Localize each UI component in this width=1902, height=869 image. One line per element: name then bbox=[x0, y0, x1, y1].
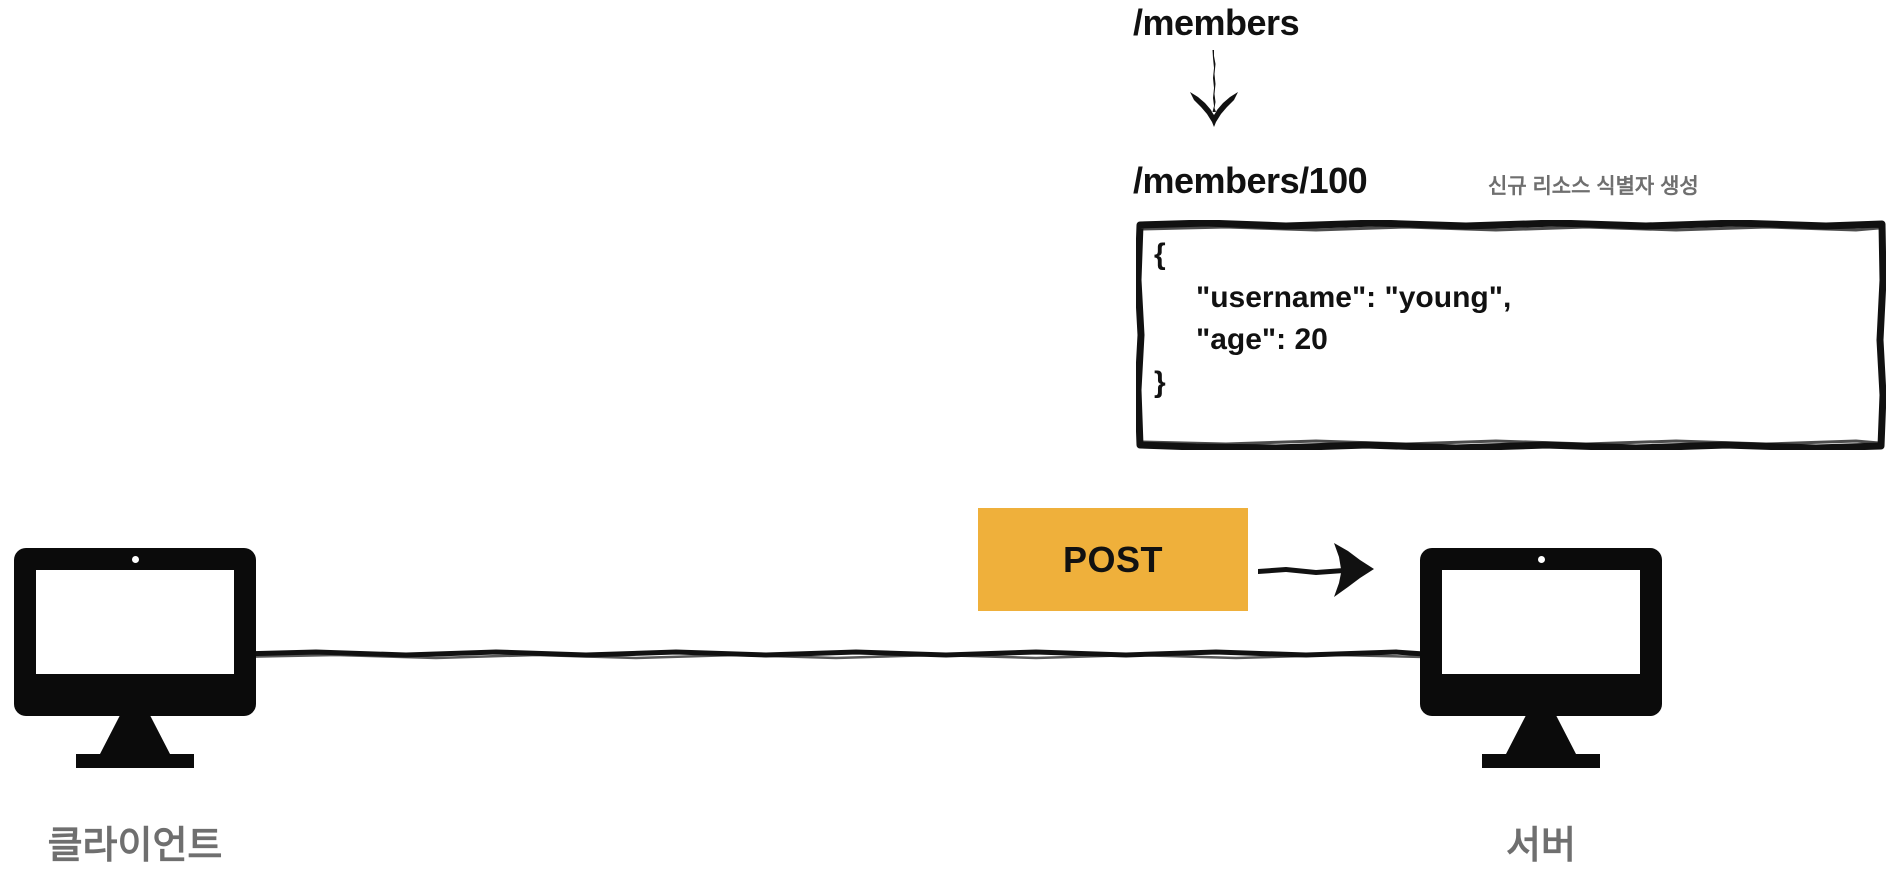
monitor-neck bbox=[100, 716, 170, 754]
request-body-box: { "username": "young", "age": 20 } bbox=[1136, 220, 1886, 450]
arrow-right-icon bbox=[1256, 535, 1386, 612]
sketchy-box-border bbox=[1136, 220, 1886, 450]
server-node: 서버 bbox=[1420, 548, 1662, 869]
client-monitor-icon bbox=[14, 548, 256, 716]
base-endpoint-label: /members bbox=[1133, 2, 1300, 43]
server-screen bbox=[1442, 570, 1640, 674]
json-open-brace: { bbox=[1154, 238, 1166, 271]
json-close-brace: } bbox=[1154, 365, 1166, 399]
client-node: 클라이언트 bbox=[14, 548, 256, 869]
post-method-label: POST bbox=[1062, 538, 1163, 580]
monitor-neck bbox=[1506, 716, 1576, 754]
monitor-base bbox=[1482, 754, 1600, 768]
server-monitor-icon bbox=[1420, 548, 1662, 716]
webcam-dot-icon bbox=[131, 556, 139, 563]
connection-line-icon bbox=[235, 640, 1427, 673]
post-method-badge[interactable]: POST bbox=[978, 508, 1248, 611]
arrow-down-icon bbox=[1178, 48, 1254, 135]
request-body-text: { "username": "young", "age": 20 } bbox=[1154, 234, 1511, 404]
json-field-age: "age": 20 bbox=[1196, 323, 1328, 357]
diagram-canvas: /members /members/100 신규 리소스 식별자 생성 { "u… bbox=[14, 2, 1886, 867]
monitor-base bbox=[76, 754, 194, 768]
webcam-dot-icon bbox=[1537, 556, 1545, 563]
created-endpoint-label: /members/100 bbox=[1133, 160, 1368, 201]
json-field-username: "username": "young", bbox=[1196, 280, 1512, 314]
resource-identifier-annotation: 신규 리소스 식별자 생성 bbox=[1488, 175, 1699, 198]
client-screen bbox=[36, 570, 234, 674]
